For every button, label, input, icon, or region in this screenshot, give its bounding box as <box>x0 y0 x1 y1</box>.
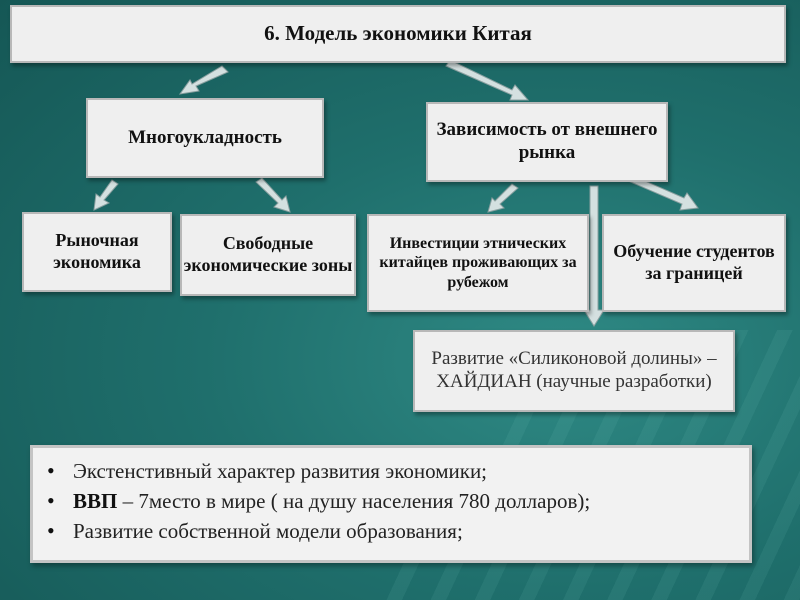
bullet-icon: • <box>47 518 55 543</box>
list-item: • ВВП – 7место в мире ( на душу населени… <box>47 488 735 514</box>
bullet-text-rest: – 7место в мире ( на душу населения 780 … <box>117 489 591 513</box>
node-zavisimost: Зависимость от внешнего рынка <box>426 102 668 182</box>
arrow-to-silikon <box>583 185 605 327</box>
bullet-bold-term: ВВП <box>73 489 118 513</box>
node-silikon: Развитие «Силиконовой долины» –ХАЙДИАН (… <box>413 330 735 412</box>
diagram-title-text: 6. Модель экономики Китая <box>264 21 532 46</box>
bullet-list: • Экстенстивный характер развития эконом… <box>30 445 752 563</box>
node-mnogoukladnost: Многоукладность <box>86 98 324 178</box>
bullet-icon: • <box>47 458 55 483</box>
node-svobodnye-zony-label: Свободные экономические зоны <box>183 233 353 275</box>
bullet-text: Развитие собственной модели образования; <box>73 519 463 543</box>
node-silikon-label: Развитие «Силиконовой долины» –ХАЙДИАН (… <box>431 348 717 392</box>
arrow-to-svobodnye <box>255 177 291 213</box>
node-investicii: Инвестиции этнических китайцев проживающ… <box>367 214 589 312</box>
node-rynochnaya: Рыночная экономика <box>22 212 172 292</box>
arrow-to-rynochnaya <box>93 179 119 211</box>
arrow-title-to-mnogoukladnost <box>178 65 229 95</box>
arrow-to-investicii <box>487 183 519 213</box>
node-mnogoukladnost-label: Многоукладность <box>128 126 282 148</box>
node-obuchenie: Обучение студентов за границей <box>602 214 786 312</box>
list-item: • Экстенстивный характер развития эконом… <box>47 458 735 484</box>
list-item: • Развитие собственной модели образовани… <box>47 518 735 544</box>
bullet-text: Экстенстивный характер развития экономик… <box>73 459 488 483</box>
arrow-title-to-zavisimost <box>445 59 530 101</box>
diagram-title: 6. Модель экономики Китая <box>10 5 786 63</box>
bullet-icon: • <box>47 488 55 513</box>
bullet-text: ВВП – 7место в мире ( на душу населения … <box>73 489 590 514</box>
node-svobodnye-zony: Свободные экономические зоны <box>180 214 356 296</box>
node-zavisimost-label: Зависимость от внешнего рынка <box>436 119 658 163</box>
node-investicii-label: Инвестиции этнических китайцев проживающ… <box>379 235 577 291</box>
node-rynochnaya-label: Рыночная экономика <box>53 230 141 272</box>
node-obuchenie-label: Обучение студентов за границей <box>613 241 775 283</box>
